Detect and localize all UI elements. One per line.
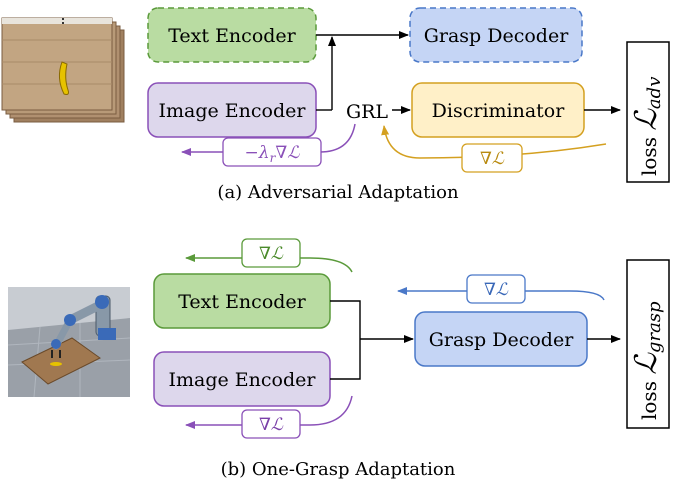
connections-a: [316, 31, 621, 114]
caption-b: (b) One-Grasp Adaptation: [221, 459, 456, 480]
panel-a: Text Encoder Grasp Decoder Image Encoder…: [1, 7, 670, 203]
loss-grasp-box: [626, 259, 670, 429]
text-gradient-arrow: [185, 254, 353, 273]
text-encoder-label-b: Text Encoder: [178, 291, 306, 313]
decoder-gradient-label: ∇ℒ: [484, 280, 509, 300]
reversed-gradient-box: [222, 137, 322, 167]
banana-icon: [58, 61, 69, 95]
connections-b: [330, 300, 621, 380]
reversed-gradient-label: −λr∇ℒ: [245, 143, 301, 165]
text-gradient-box: [241, 238, 301, 268]
grasp-decoder-box-a[interactable]: [409, 7, 583, 63]
text-gradient-label: ∇ℒ: [259, 244, 284, 264]
decoder-gradient-box: [466, 274, 526, 304]
image-encoder-label-a: Image Encoder: [159, 100, 307, 122]
image-gradient-box: [241, 409, 301, 439]
banana-icon-b: [50, 362, 62, 366]
grasp-decoder-label-a: Grasp Decoder: [424, 25, 570, 47]
loss-grasp-label: loss ℒgrasp: [629, 301, 665, 420]
discriminator-gradient-label: ∇ℒ: [480, 149, 505, 169]
robot-scene-image: [7, 287, 131, 398]
discriminator-gradient-arrow: [381, 125, 607, 159]
grl-label: GRL: [346, 101, 388, 123]
wood-image-stack: [1, 17, 125, 123]
image-encoder-label-b: Image Encoder: [169, 369, 317, 391]
discriminator-gradient-box: [461, 143, 523, 173]
image-gradient-arrow: [185, 395, 353, 429]
loss-adv-label: loss ℒadv: [629, 77, 665, 176]
caption-a: (a) Adversarial Adaptation: [217, 182, 459, 203]
grasp-decoder-label-b: Grasp Decoder: [429, 329, 575, 351]
image-gradient-label: ∇ℒ: [259, 415, 284, 435]
panel-b: ∇ℒ ∇ℒ ∇ℒ Text Encoder Image Encoder Gras…: [7, 238, 670, 480]
loss-adv-box: [626, 41, 670, 183]
robot-arm-icon: [51, 295, 116, 358]
decoder-gradient-arrow: [397, 287, 605, 301]
text-encoder-label-a: Text Encoder: [168, 25, 296, 47]
discriminator-label: Discriminator: [432, 100, 566, 122]
